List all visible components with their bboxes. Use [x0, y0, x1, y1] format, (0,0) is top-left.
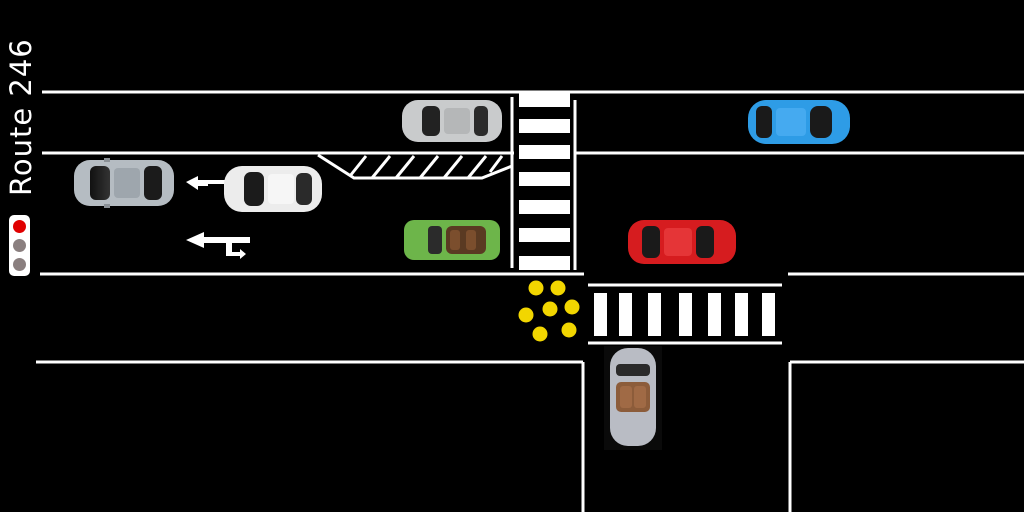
left-turn-arrow — [186, 176, 226, 190]
grey-car[interactable] — [402, 100, 502, 142]
crosswalk-vertical — [519, 93, 570, 270]
silver-convertible[interactable] — [604, 346, 662, 450]
signal-lamp-green — [13, 258, 26, 271]
road-lines — [36, 90, 1024, 512]
white-car[interactable] — [224, 166, 322, 212]
crosswalk-horizontal — [594, 293, 775, 336]
route-label: Route 246 — [4, 38, 38, 196]
signal-lamp-red — [13, 220, 26, 233]
silver-car[interactable] — [74, 158, 174, 208]
red-car[interactable] — [628, 220, 736, 264]
signal-lamp-yellow — [13, 239, 26, 252]
traffic-signal — [9, 215, 30, 276]
blue-car[interactable] — [748, 100, 850, 144]
green-convertible[interactable] — [404, 220, 500, 260]
tactile-paving — [518, 280, 580, 342]
hatched-zone — [317, 153, 513, 180]
straight-and-right-turn-arrow — [186, 232, 250, 259]
